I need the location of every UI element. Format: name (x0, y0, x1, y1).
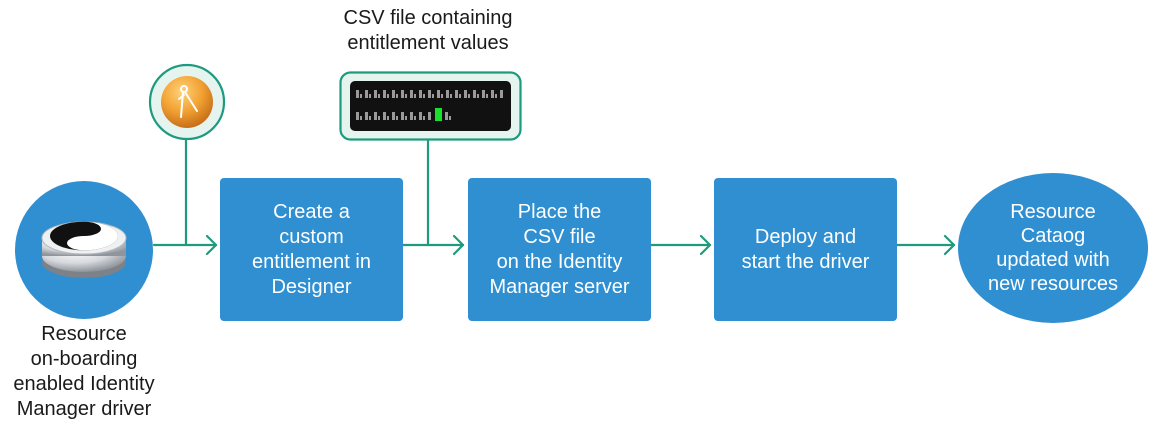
driver-node (14, 180, 154, 320)
compass-icon (148, 63, 226, 141)
driver-caption: Resource on-boarding enabled Identity Ma… (13, 323, 155, 420)
csv-node (339, 71, 522, 141)
step-create-entitlement: Create a custom entitlement in Designer (220, 178, 403, 321)
cursor-highlight (435, 108, 442, 121)
result-resource-catalog: Resource Cataog updated with new resourc… (958, 173, 1148, 323)
step-deploy-driver: Deploy and start the driver (714, 178, 897, 321)
designer-node (148, 63, 226, 141)
csv-caption: CSV file containing entitlement values (343, 7, 513, 54)
yin-yang-icon (15, 181, 153, 319)
step-place-csv: Place the CSV file on the Identity Manag… (468, 178, 651, 321)
csv-file-icon (339, 71, 522, 141)
